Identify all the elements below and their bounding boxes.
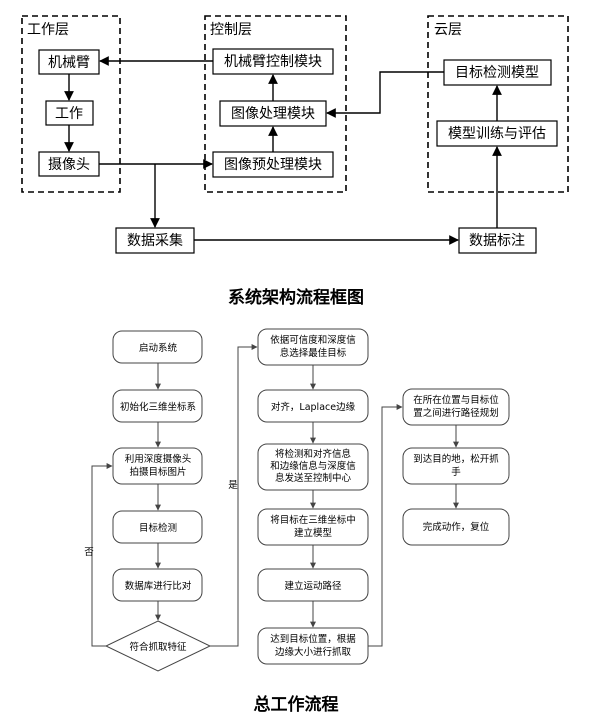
release-gripper-label-line2: 手 bbox=[451, 466, 461, 478]
training-evaluation-label: 模型训练与评估 bbox=[448, 126, 546, 142]
architecture-connectors bbox=[64, 56, 502, 245]
start-system-label: 启动系统 bbox=[139, 342, 178, 354]
image-preprocessing-module-box bbox=[212, 151, 334, 178]
workflow-flowchart: 启动系统 初始化三维坐标系 利用深度摄像头 拍摄目标图片 目标检测 数据库进行比… bbox=[84, 328, 510, 715]
build-model-label-line2: 建立模型 bbox=[294, 527, 333, 539]
data-labeling-label: 数据标注 bbox=[469, 233, 525, 249]
grab-label-line1: 达到目标位置，根据 bbox=[270, 633, 356, 645]
image-preprocessing-module-label: 图像预处理模块 bbox=[224, 157, 322, 173]
yes-label: 是 bbox=[228, 480, 238, 491]
target-detection-label: 目标检测 bbox=[139, 522, 177, 534]
grab-label-line2: 边缘大小进行抓取 bbox=[275, 646, 352, 658]
path-planning-label-line1: 在所在位置与目标位 bbox=[413, 394, 499, 406]
grasp-feature-decision bbox=[104, 620, 212, 672]
detection-model-label: 目标检测模型 bbox=[455, 65, 539, 81]
image-processing-module-label: 图像处理模块 bbox=[231, 106, 315, 122]
control-layer-label: 控制层 bbox=[210, 22, 252, 38]
send-info-label-line2: 和边缘信息与深度信 bbox=[270, 460, 356, 472]
training-evaluation-box bbox=[436, 120, 558, 147]
select-target-label-line2: 息选择最佳目标 bbox=[280, 347, 347, 359]
arm-box bbox=[38, 49, 100, 75]
send-info-label-line1: 将检测和对齐信息 bbox=[275, 448, 351, 460]
build-model-label-line1: 将目标在三维坐标中 bbox=[270, 514, 356, 526]
control-layer-container bbox=[204, 15, 347, 193]
work-layer-container bbox=[21, 15, 121, 193]
architecture-diagram: 工作层 控制层 云层 机械臂 工作 摄像头 机械臂控制模块 图像处理模块 图像预… bbox=[21, 15, 569, 308]
arm-control-module-box bbox=[212, 48, 334, 75]
motion-path-label: 建立运动路径 bbox=[284, 580, 342, 592]
path-planning-label-line2: 置之间进行路径规划 bbox=[413, 407, 499, 419]
no-label: 否 bbox=[84, 547, 94, 558]
capture-image-label-line1: 利用深度摄像头 bbox=[125, 453, 192, 465]
arm-label: 机械臂 bbox=[48, 55, 90, 71]
work-label: 工作 bbox=[55, 106, 83, 122]
data-collection-box bbox=[115, 227, 195, 254]
init-coordinates-label: 初始化三维坐标系 bbox=[120, 401, 196, 413]
work-layer-label: 工作层 bbox=[27, 22, 69, 38]
flowchart-connectors bbox=[91, 344, 459, 647]
release-gripper-label-line1: 到达目的地，松开抓 bbox=[413, 453, 499, 465]
finish-reset-box bbox=[402, 508, 510, 546]
cloud-layer-label: 云层 bbox=[434, 22, 462, 38]
finish-reset-label: 完成动作，复位 bbox=[423, 521, 490, 533]
architecture-caption: 系统架构流程框图 bbox=[228, 287, 364, 308]
camera-label: 摄像头 bbox=[48, 157, 90, 173]
data-collection-label: 数据采集 bbox=[127, 232, 183, 249]
detection-model-box bbox=[443, 59, 552, 86]
grasp-feature-decision-label: 符合抓取特征 bbox=[129, 641, 187, 653]
workflow-caption: 总工作流程 bbox=[254, 694, 339, 715]
select-target-label-line1: 依据可信度和深度信 bbox=[270, 334, 356, 346]
capture-image-label-line2: 拍摄目标图片 bbox=[129, 466, 186, 478]
send-info-label-line3: 息发送至控制中心 bbox=[275, 472, 352, 484]
database-compare-label: 数据库进行比对 bbox=[125, 580, 192, 592]
arm-control-module-label: 机械臂控制模块 bbox=[224, 54, 322, 70]
align-edge-label: 对齐，Laplace边缘 bbox=[271, 401, 356, 413]
cloud-layer-container bbox=[427, 15, 569, 193]
